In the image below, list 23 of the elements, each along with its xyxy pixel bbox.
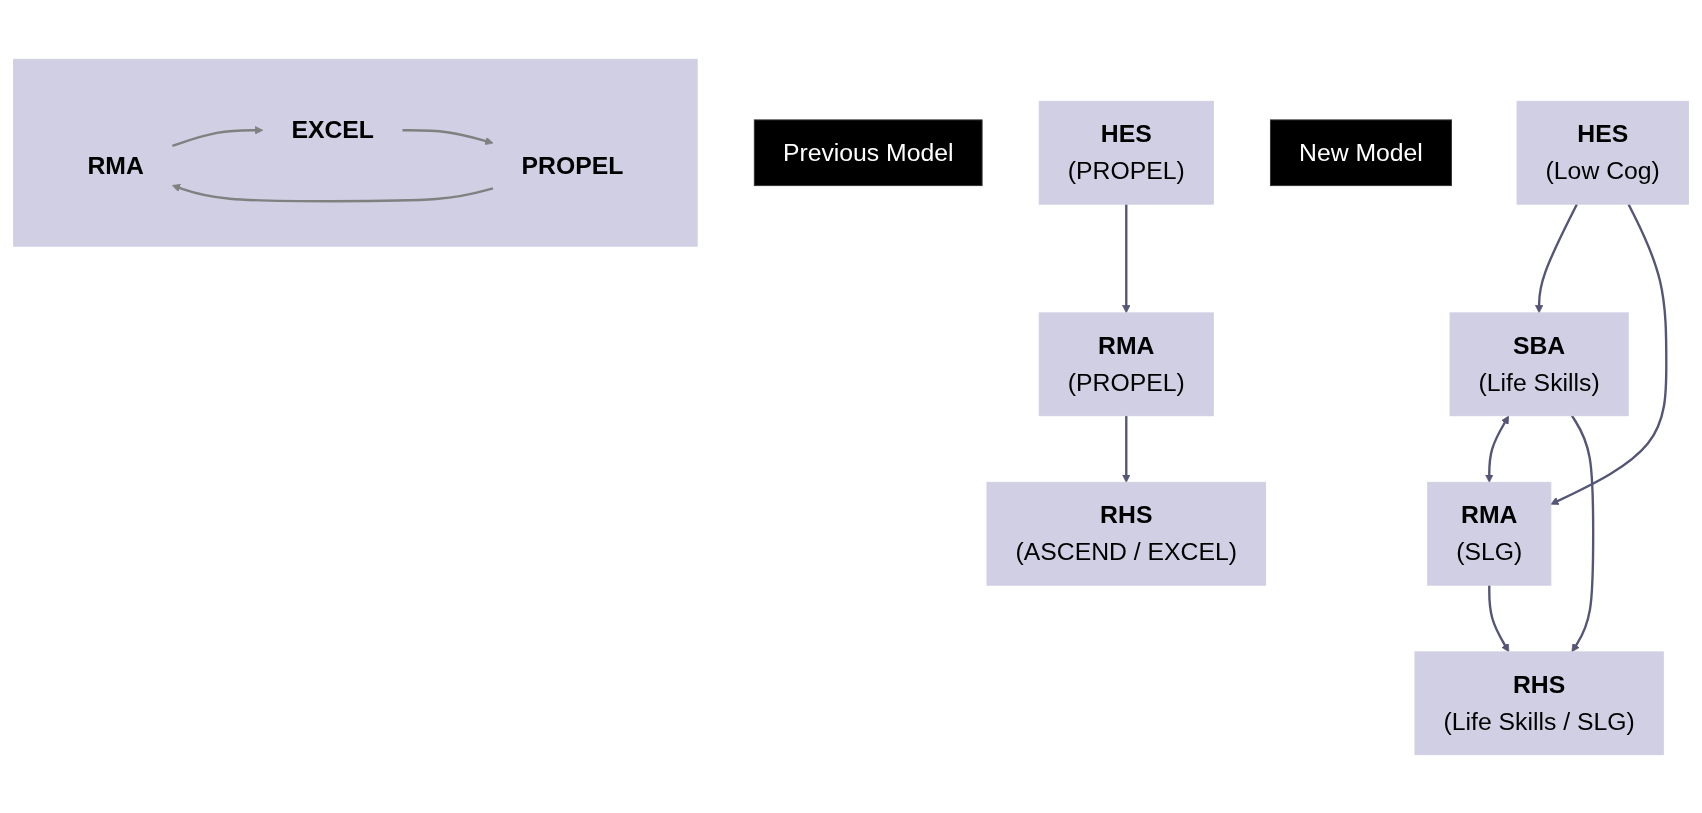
- node-box: SBA (Life Skills): [1449, 311, 1629, 416]
- node-box: HES (Low Cog): [1516, 100, 1689, 205]
- arrow: [172, 125, 264, 147]
- node-box: RMA (SLG): [1427, 481, 1552, 586]
- arrow: [402, 128, 494, 145]
- node-box: RHS (ASCEND / EXCEL): [986, 481, 1267, 586]
- node-text: PROPEL: [521, 150, 624, 180]
- arrow: [1488, 584, 1510, 652]
- node-box: RHS (Life Skills / SLG): [1414, 650, 1664, 755]
- node-box: HES (PROPEL): [1038, 100, 1214, 205]
- arrow: [1485, 415, 1510, 483]
- arrow: [1550, 203, 1668, 505]
- arrow: [172, 183, 494, 202]
- node-text: EXCEL: [291, 114, 374, 144]
- node-box: Previous Model: [753, 118, 983, 186]
- node-box: New Model: [1269, 118, 1452, 186]
- node-box: RMA (PROPEL): [1038, 311, 1214, 416]
- arrow: [1122, 415, 1131, 483]
- arrow: [1534, 203, 1578, 313]
- arrow: [1570, 414, 1595, 652]
- arrow: [1122, 203, 1131, 313]
- cluster: [13, 58, 698, 247]
- node-text: RMA: [87, 150, 144, 180]
